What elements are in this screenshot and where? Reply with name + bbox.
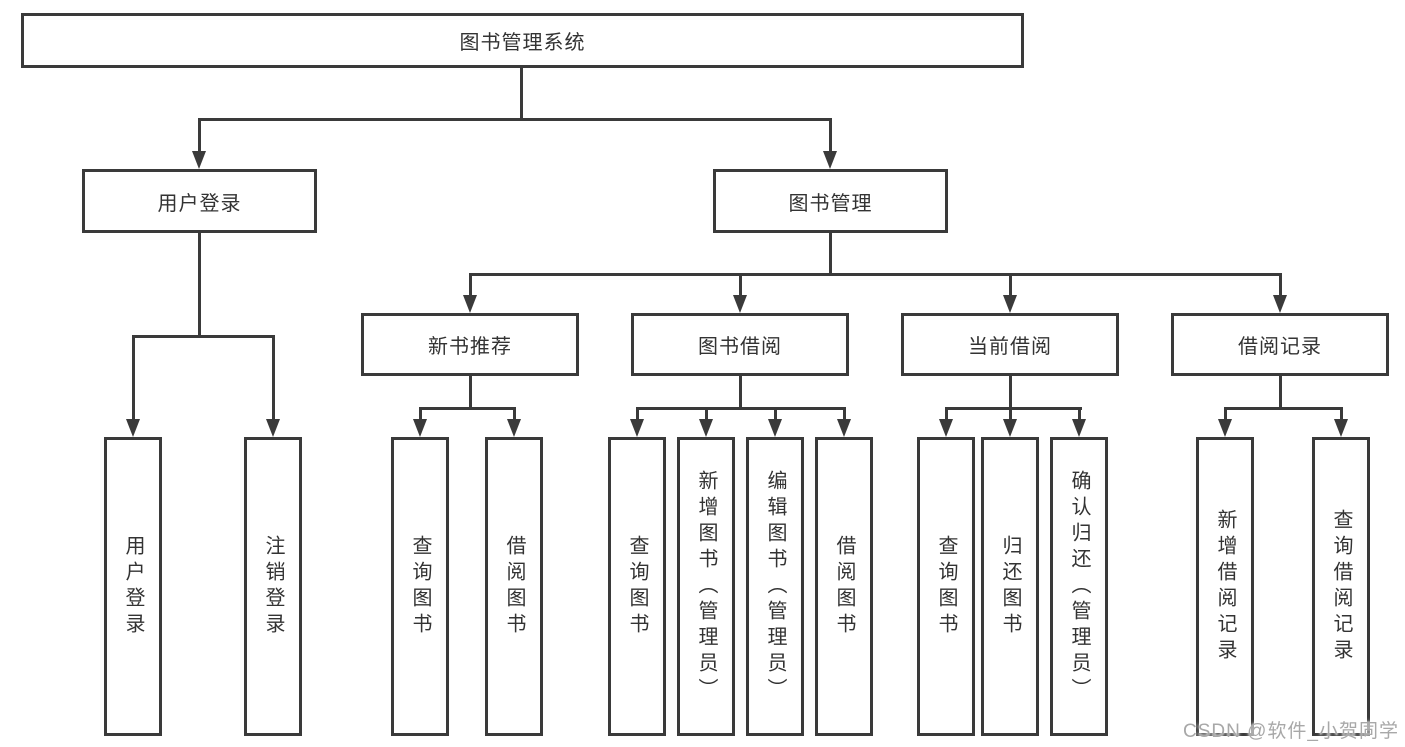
leaf-query-books-current: 查询图书 xyxy=(917,437,975,736)
arrow-down-icon xyxy=(126,419,140,437)
leaf-query-books-recommend: 查询图书 xyxy=(391,437,449,736)
connector-line xyxy=(469,273,1282,276)
node-current-borrowing: 当前借阅 xyxy=(901,313,1119,376)
connector-line xyxy=(1279,273,1282,298)
arrow-down-icon xyxy=(1003,419,1017,437)
arrow-down-icon xyxy=(1218,419,1232,437)
csdn-watermark: CSDN @软件_小贺同学 xyxy=(1183,721,1399,742)
leaf-borrow-books-borrowing: 借阅图书 xyxy=(815,437,873,736)
connector-line xyxy=(198,233,201,337)
leaf-query-borrow-record: 查询借阅记录 xyxy=(1312,437,1370,736)
connector-line xyxy=(419,407,516,410)
connector-line xyxy=(469,273,472,298)
connector-line xyxy=(705,407,708,422)
leaf-add-book-admin: 新增图书（管理员） xyxy=(677,437,735,736)
connector-line xyxy=(1224,407,1227,422)
arrow-down-icon xyxy=(699,419,713,437)
connector-line xyxy=(513,407,516,422)
node-user-login: 用户登录 xyxy=(82,169,317,233)
arrow-down-icon xyxy=(1072,419,1086,437)
arrow-down-icon xyxy=(507,419,521,437)
connector-line xyxy=(636,407,846,410)
connector-line xyxy=(1340,407,1343,422)
arrow-down-icon xyxy=(266,419,280,437)
connector-line xyxy=(520,68,523,120)
node-book-management: 图书管理 xyxy=(713,169,948,233)
connector-line xyxy=(132,335,135,423)
arrow-down-icon xyxy=(192,151,206,169)
connector-line xyxy=(1009,407,1012,422)
arrow-down-icon xyxy=(1273,295,1287,313)
connector-line xyxy=(739,376,742,409)
arrow-down-icon xyxy=(837,419,851,437)
leaf-edit-book-admin: 编辑图书（管理员） xyxy=(746,437,804,736)
arrow-down-icon xyxy=(413,419,427,437)
node-book-borrowing: 图书借阅 xyxy=(631,313,849,376)
node-library-management-system: 图书管理系统 xyxy=(21,13,1024,68)
connector-line xyxy=(843,407,846,422)
arrow-down-icon xyxy=(630,419,644,437)
connector-line xyxy=(945,407,1082,410)
connector-line xyxy=(636,407,639,422)
arrow-down-icon xyxy=(733,295,747,313)
connector-line xyxy=(1009,376,1012,409)
leaf-logout: 注销登录 xyxy=(244,437,302,736)
connector-line xyxy=(198,118,201,154)
connector-line xyxy=(774,407,777,422)
arrow-down-icon xyxy=(463,295,477,313)
leaf-user-login: 用户登录 xyxy=(104,437,162,736)
connector-line xyxy=(1224,407,1343,410)
connector-line xyxy=(1279,376,1282,409)
leaf-borrow-books-recommend: 借阅图书 xyxy=(485,437,543,736)
leaf-query-books-borrowing: 查询图书 xyxy=(608,437,666,736)
leaf-return-books: 归还图书 xyxy=(981,437,1039,736)
node-borrowing-records: 借阅记录 xyxy=(1171,313,1389,376)
connector-line xyxy=(829,233,832,275)
arrow-down-icon xyxy=(768,419,782,437)
node-new-book-recommendation: 新书推荐 xyxy=(361,313,579,376)
connector-line xyxy=(469,376,472,409)
arrow-down-icon xyxy=(1003,295,1017,313)
connector-line xyxy=(198,118,832,121)
connector-line xyxy=(739,273,742,298)
leaf-add-borrow-record: 新增借阅记录 xyxy=(1196,437,1254,736)
connector-line xyxy=(419,407,422,422)
connector-line xyxy=(1078,407,1081,422)
connector-line xyxy=(945,407,948,422)
arrow-down-icon xyxy=(823,151,837,169)
arrow-down-icon xyxy=(1334,419,1348,437)
connector-line xyxy=(272,335,275,423)
connector-line xyxy=(132,335,275,338)
arrow-down-icon xyxy=(939,419,953,437)
leaf-confirm-return-admin: 确认归还（管理员） xyxy=(1050,437,1108,736)
connector-line xyxy=(1009,273,1012,298)
connector-line xyxy=(829,118,832,154)
